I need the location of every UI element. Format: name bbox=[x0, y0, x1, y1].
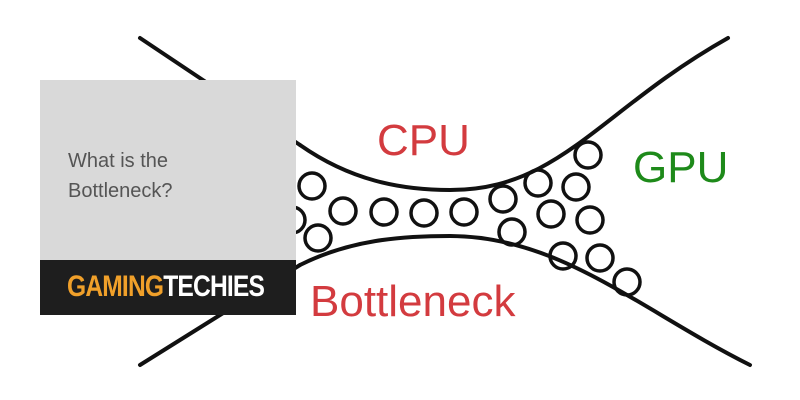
funnel-top-curve bbox=[298, 36, 730, 193]
particle-circle bbox=[409, 198, 439, 228]
card-title: What is the Bottleneck? bbox=[68, 150, 173, 202]
gpu-label: GPU bbox=[633, 143, 728, 192]
brand-logo: GAMINGTECHIES bbox=[67, 268, 265, 306]
particle-circle bbox=[561, 172, 591, 202]
particle-circle bbox=[369, 197, 399, 227]
title-card: What is the Bottleneck? GAMINGTECHIES bbox=[40, 80, 296, 315]
particle-circle bbox=[303, 223, 333, 253]
particle-circle bbox=[449, 197, 479, 227]
brand-logo-gaming: GAMING bbox=[67, 270, 164, 303]
particle-circle bbox=[548, 241, 578, 271]
particle-circle bbox=[497, 217, 527, 247]
funnel-bottom-curve bbox=[298, 233, 752, 367]
particle-circle bbox=[585, 243, 615, 273]
particle-circle bbox=[536, 199, 566, 229]
particle-circle bbox=[297, 171, 327, 201]
particle-circle bbox=[573, 140, 603, 170]
particle-circle bbox=[575, 205, 605, 235]
particle-circle bbox=[488, 184, 518, 214]
particle-circle bbox=[523, 168, 553, 198]
brand-logo-techies: TECHIES bbox=[163, 270, 265, 303]
cpu-label: CPU bbox=[377, 116, 470, 165]
particle-circle bbox=[328, 196, 358, 226]
particle-circle bbox=[612, 267, 642, 297]
bottleneck-label: Bottleneck bbox=[310, 277, 516, 326]
brand-bar: GAMINGTECHIES bbox=[40, 260, 296, 315]
